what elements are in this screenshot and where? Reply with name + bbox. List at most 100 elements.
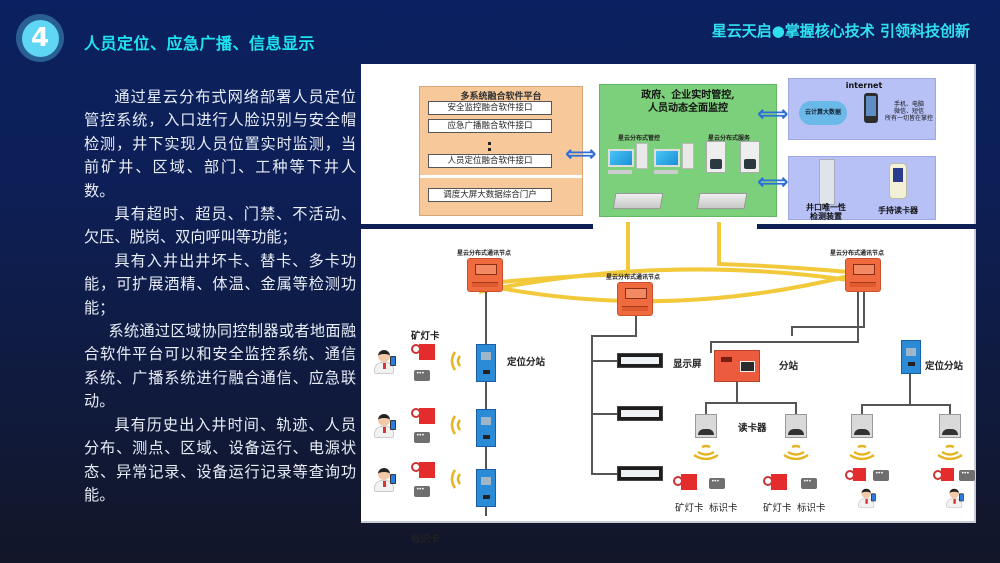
id-card-icon [801, 478, 817, 489]
keyboard-icon [608, 170, 632, 174]
id-card-label: 标识卡 [709, 503, 738, 514]
cable-line [863, 292, 865, 328]
fiber-ring [478, 222, 850, 304]
signal-waves-icon [693, 444, 719, 460]
card-reader-label: 读卡器 [738, 423, 767, 434]
cable-line [857, 292, 859, 342]
internet-devices-text: 手机、电脑 微信、短信 所有一切皆在掌控 [883, 101, 935, 122]
substation-icon [714, 350, 760, 382]
fiber-link [717, 222, 850, 274]
lamp-card-icon [419, 462, 435, 478]
gate-label-line-2: 检测装置 [810, 212, 842, 221]
display-screen-label: 显示屏 [673, 359, 702, 370]
section-number-badge: 4 [16, 14, 64, 62]
paragraph-linkage: 系统通过区域协同控制器或者地面融合软件平台可以和安全监控系统、通信系统、广播系统… [84, 322, 356, 411]
cable-line [791, 326, 793, 336]
computer-icon [608, 149, 634, 167]
display-screen-icon [617, 353, 663, 368]
card-reader-icon [785, 414, 807, 438]
system-architecture-diagram: 多系统融合软件平台 安全监控融合软件接口 应急广播融合软件接口 人员定位融合软件… [361, 64, 976, 545]
description-text: 通过星云分布式网络部署人员定位管控系统，入口进行人脸识别与安全帽检测，井下实现人… [84, 86, 356, 507]
id-card-icon [709, 478, 725, 489]
cable-line [949, 404, 951, 414]
devices-line-2: 微信、短信 [893, 108, 924, 115]
server-icon [706, 141, 726, 173]
cable-line [591, 360, 617, 362]
ellipsis-dots [488, 142, 491, 152]
cable-line [705, 402, 707, 414]
double-arrow-icon: ⟺ [757, 102, 789, 127]
signal-waves-icon [450, 469, 462, 489]
id-card-icon [414, 486, 430, 497]
cable-line [861, 404, 863, 414]
smartphone-icon [864, 93, 878, 123]
cable-line [710, 341, 859, 343]
positioning-station-label: 定位分站 [925, 361, 964, 372]
double-arrow-icon: ⟺ [565, 142, 597, 167]
interface-emergency-broadcast: 应急广播融合软件接口 [428, 119, 552, 133]
miner-person-icon [373, 414, 397, 440]
computer-icon [654, 149, 680, 167]
lamp-card-icon [419, 408, 435, 424]
comm-node-icon [845, 258, 881, 292]
platform-title: 多系统融合软件平台 [460, 92, 542, 102]
gate-detector-label: 井口唯一性 检测装置 [801, 203, 851, 221]
dispatch-portal: 调度大屏大数据综合门户 [428, 188, 552, 202]
internet-label: internet [845, 81, 883, 90]
id-card-icon [873, 470, 889, 481]
double-arrow-icon: ⟺ [757, 170, 789, 195]
lamp-card-icon [419, 344, 435, 360]
miner-person-icon [945, 488, 964, 510]
cable-line [861, 404, 951, 406]
comm-node-label: 星云分布式通讯节点 [606, 274, 661, 281]
id-card-label: 标识卡 [411, 534, 440, 545]
handheld-reader-label: 手持读卡器 [878, 206, 918, 215]
company-slogan: 星云天启●掌握核心技术 引领科技创新 [711, 22, 970, 40]
interface-personnel-positioning: 人员定位融合软件接口 [428, 154, 552, 168]
network-switch-icon [612, 193, 664, 209]
gate-label-line-1: 井口唯一性 [806, 203, 846, 212]
interface-safety-monitoring: 安全监控融合软件接口 [428, 101, 552, 115]
cloud-icon: 云计算大数据 [799, 101, 847, 125]
distributed-control-label: 星云分布式管控 [618, 135, 661, 142]
signal-waves-icon [937, 444, 963, 460]
paragraph-alarms: 具有超时、超员、门禁、不活动、欠压、脱岗、双向呼叫等功能； [84, 205, 356, 247]
cable-line [795, 402, 797, 414]
cable-line [710, 341, 712, 353]
cable-line [736, 382, 738, 402]
comm-node-icon [617, 282, 653, 316]
comm-node-icon [467, 258, 503, 292]
devices-line-3: 所有一切皆在掌控 [884, 115, 933, 122]
cloud-label: 云计算大数据 [804, 109, 841, 116]
positioning-station-icon [901, 340, 921, 374]
signal-waves-icon [450, 415, 462, 435]
page-title: 人员定位、应急广播、信息显示 [84, 34, 316, 53]
lamp-card-label: 矿灯卡 [763, 503, 792, 514]
control-title-line1: 政府、企业实时管控, [641, 90, 735, 101]
handheld-reader-icon [889, 163, 907, 199]
substation-label: 分站 [779, 361, 799, 372]
lamp-card-icon [853, 468, 866, 481]
cable-line [791, 326, 865, 328]
display-screen-icon [617, 406, 663, 421]
comm-node-label: 星云分布式通讯节点 [457, 250, 512, 257]
signal-waves-icon [849, 444, 875, 460]
fiber-link [478, 267, 850, 294]
fiber-link [478, 274, 850, 304]
lamp-card-icon [771, 474, 787, 490]
divider-band-right [757, 224, 976, 229]
devices-line-1: 手机、电脑 [893, 101, 924, 108]
server-icon [740, 141, 760, 173]
paragraph-overview: 通过星云分布式网络部署人员定位管控系统，入口进行人脸识别与安全帽检测，井下实现人… [84, 88, 356, 200]
cable-line [591, 413, 617, 415]
internet-panel: internet 云计算大数据 手机、电脑 微信、短信 所有一切皆在掌控 [788, 78, 936, 140]
card-reader-icon [851, 414, 873, 438]
distributed-service-label: 星云分布式服务 [708, 135, 751, 142]
gate-detector-icon [819, 159, 835, 205]
lamp-card-icon [681, 474, 697, 490]
paragraph-history: 具有历史出入井时间、轨迹、人员分布、测点、区域、设备运行、电源状态、异常记录、设… [84, 415, 356, 504]
signal-waves-icon [450, 351, 462, 371]
paragraph-card-detection: 具有入井出井坏卡、替卡、多卡功能，可扩展酒精、体温、金属等检测功能； [84, 251, 356, 317]
comm-node-label: 星云分布式通讯节点 [830, 250, 885, 257]
positioning-station-icon [476, 469, 496, 507]
